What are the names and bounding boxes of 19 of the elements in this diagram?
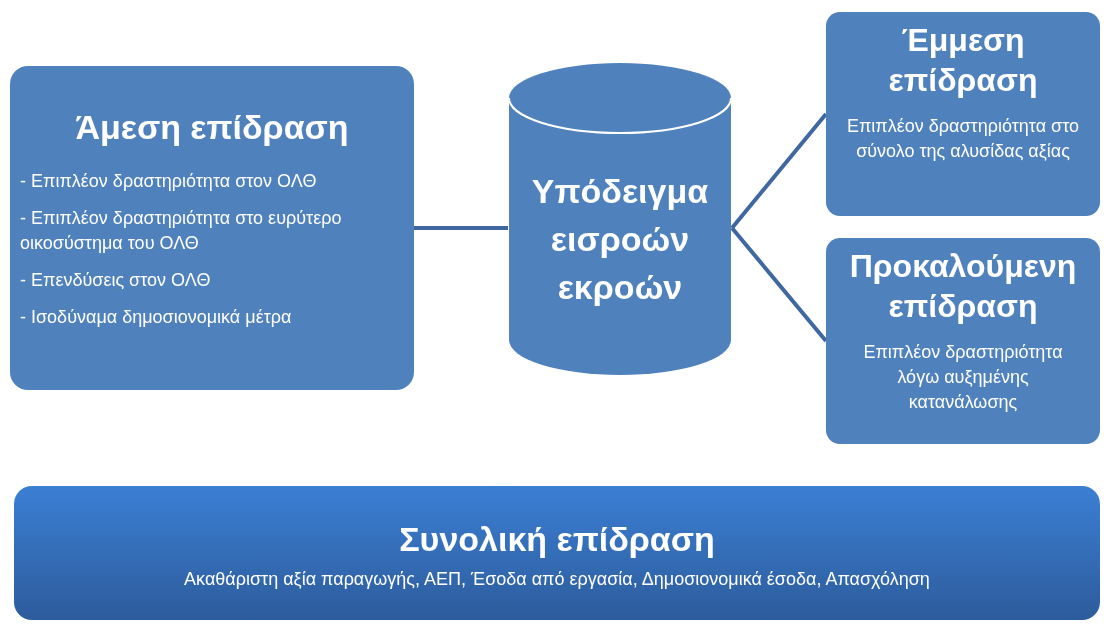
connector-line xyxy=(730,112,828,230)
box-text: Επιπλέον δραστηριότητα λόγω αυξημένης κατανάλωσης xyxy=(862,341,1064,414)
bullet-text: - Επιπλέον δραστηριότητα στον ΟΛΘ xyxy=(20,169,318,193)
process-box xyxy=(826,238,1100,444)
bullet-text: - Επιπλέον δραστηριότητα στο ευρύτερο οικοσύστημα του ΟΛΘ xyxy=(20,206,343,255)
box-heading: Έμμεση επίδραση xyxy=(887,21,1039,100)
box-heading: Άμεση επίδραση xyxy=(74,107,350,148)
box-text: Επιπλέον δραστηριότητα στο σύνολο της αλυσίδας αξίας xyxy=(845,115,1081,163)
connector-line xyxy=(414,226,508,230)
box-heading: Προκαλούμενη επίδραση xyxy=(848,247,1078,326)
process-box xyxy=(826,12,1100,216)
band-text: Ακαθάριστη αξία παραγωγής, ΑΕΠ, Έσοδα από εργασία, Δημοσιονομικά έσοδα, Απασχόληση xyxy=(184,567,930,591)
cylinder-label: Υπόδειγμα εισροών εκροών xyxy=(530,171,710,308)
summary-band xyxy=(14,486,1100,620)
bullet-text: - Επενδύσεις στον ΟΛΘ xyxy=(20,268,212,292)
connector-line xyxy=(730,226,828,343)
process-box xyxy=(10,66,414,390)
bullet-text: - Ισοδύναμα δημοσιονομικά μέτρα xyxy=(20,305,293,329)
band-heading: Συνολική επίδραση xyxy=(399,519,715,560)
